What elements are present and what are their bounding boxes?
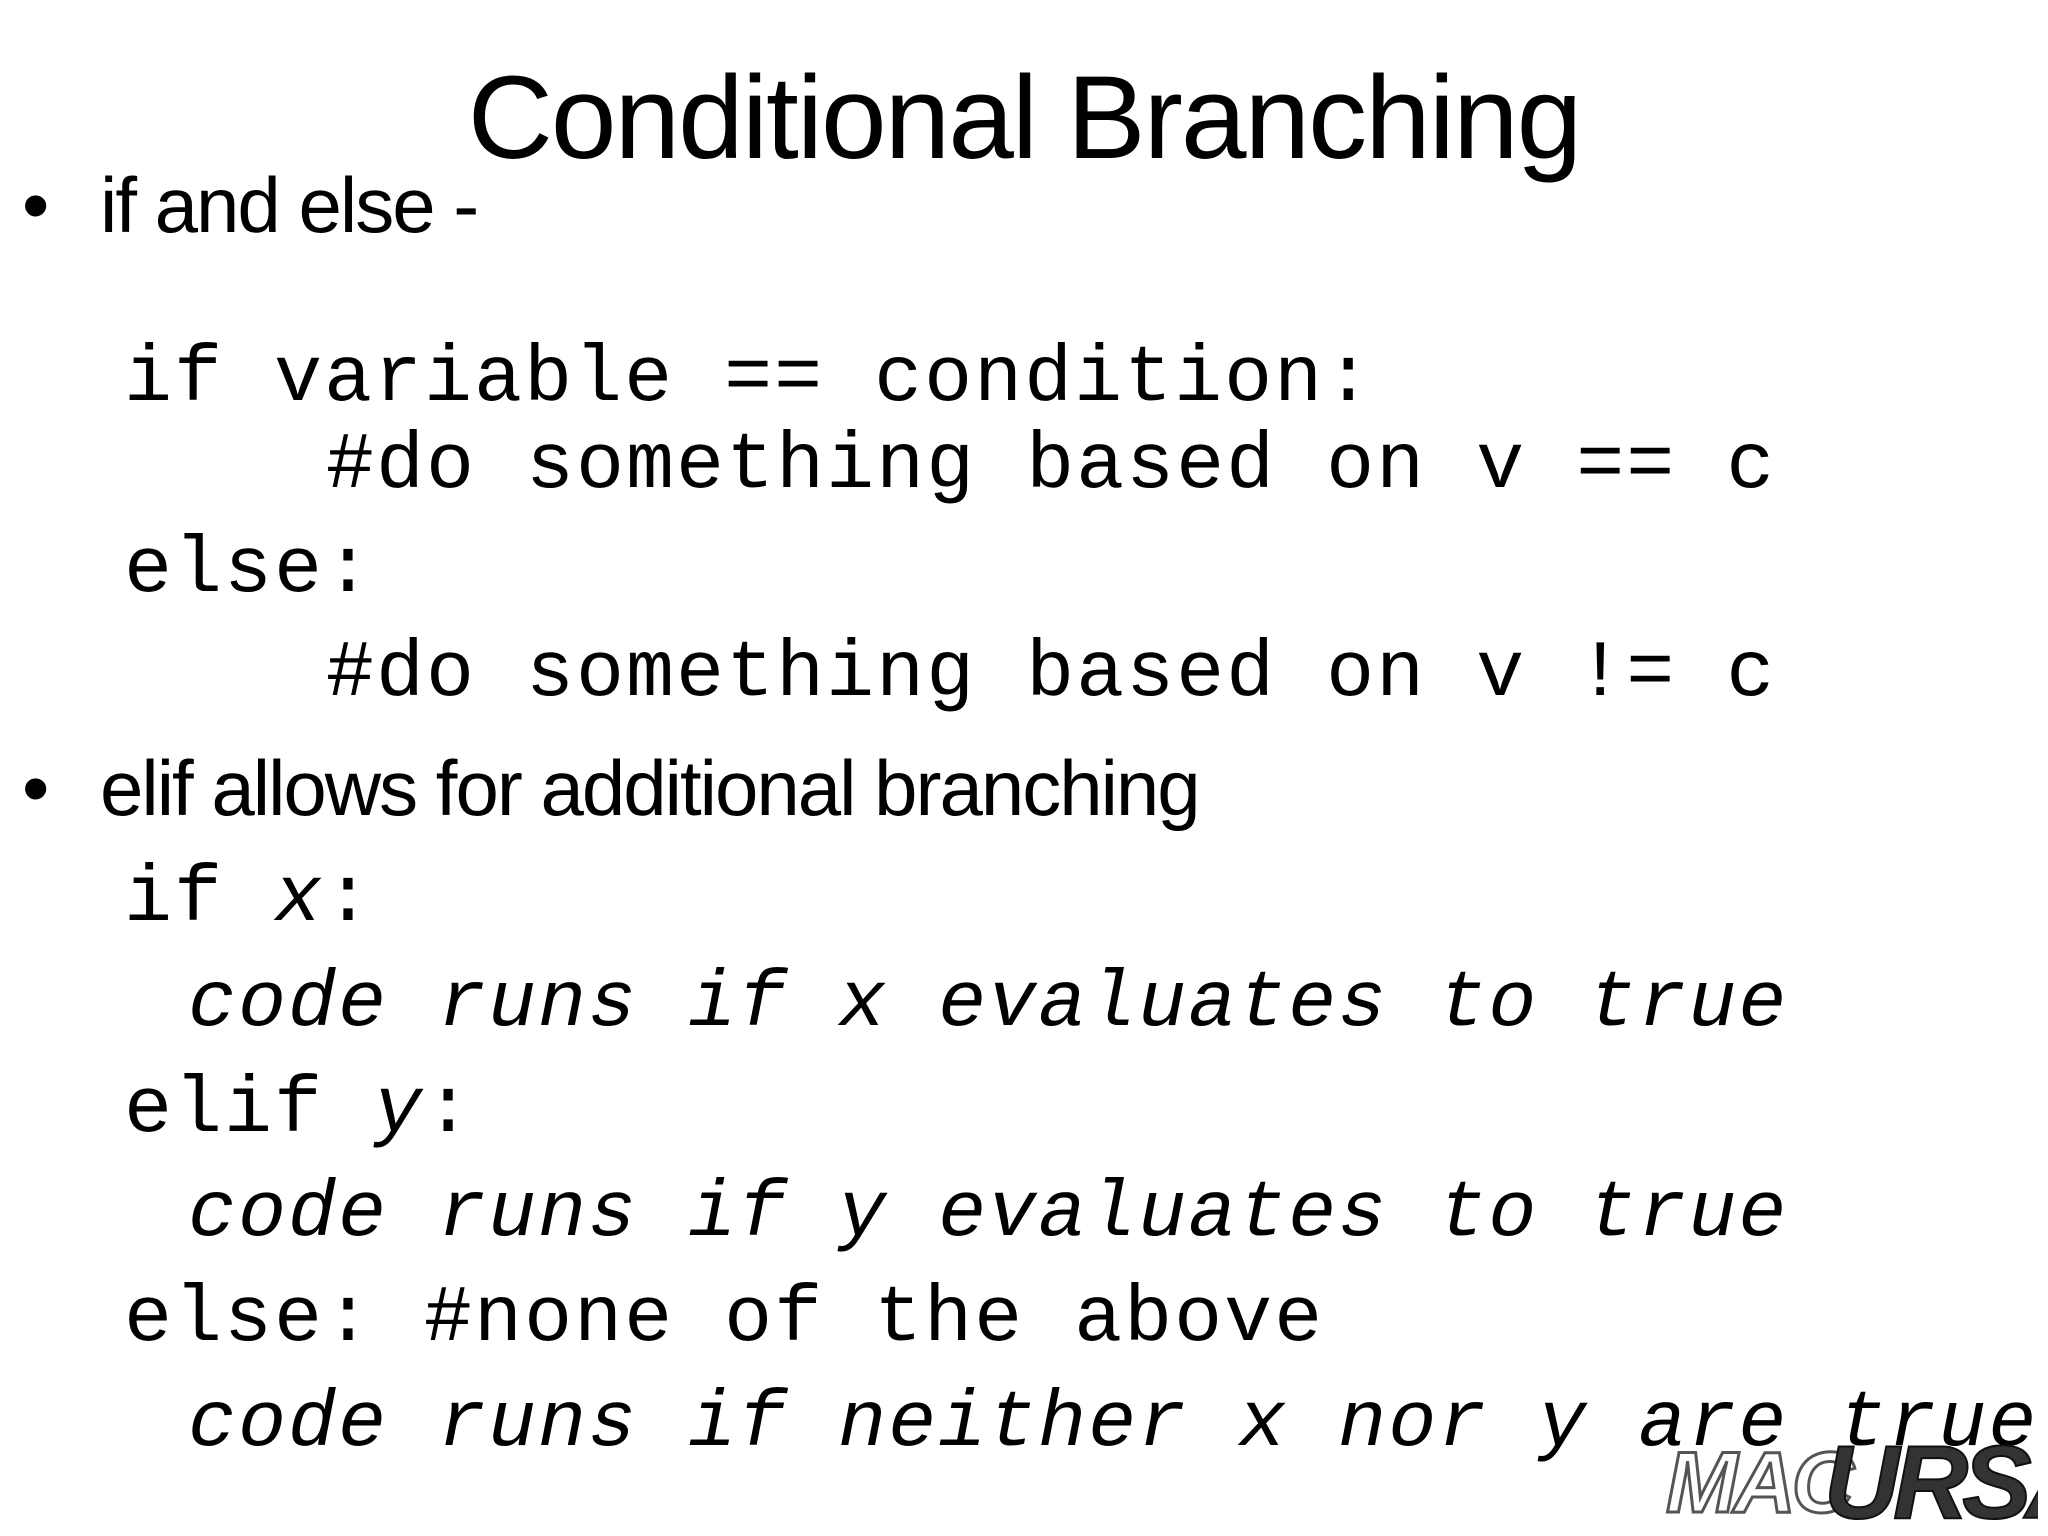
logo-text-right: URSA [1824, 1425, 2038, 1532]
bullet-item-if-else: • if and else - [22, 160, 479, 250]
code-line: if x: [124, 855, 374, 945]
bullet-text: elif allows for additional branching [100, 744, 1201, 832]
code-keyword: elif [124, 1065, 375, 1156]
bullet-icon: • [22, 161, 49, 249]
code-keyword: if [124, 854, 275, 945]
code-line: if variable == condition: [124, 334, 1375, 425]
code-punct: : [424, 1065, 475, 1156]
code-variable: y [374, 1065, 425, 1156]
code-punct: : [324, 854, 375, 945]
code-line: else: [124, 525, 375, 616]
code-line: code runs if y evaluates to true [188, 1169, 1789, 1260]
code-line: elif y: [124, 1066, 474, 1156]
code-variable: x [274, 854, 325, 945]
code-line: code runs if x evaluates to true [188, 959, 1789, 1050]
slide-title: Conditional Branching [467, 52, 1583, 184]
bullet-item-elif: • elif allows for additional branching [22, 743, 1201, 833]
logo-text-left: MAC [1666, 1435, 1856, 1531]
code-line: #do something based on v == c [326, 421, 1777, 512]
bullet-icon: • [22, 744, 49, 832]
code-line: code runs if neither x nor y are true [188, 1379, 2039, 1470]
macursa-logo: MAC URSA [1665, 1424, 2039, 1532]
bullet-text: if and else - [100, 161, 479, 249]
code-line: #do something based on v != c [326, 629, 1777, 720]
code-line: else: #none of the above [124, 1274, 1325, 1365]
